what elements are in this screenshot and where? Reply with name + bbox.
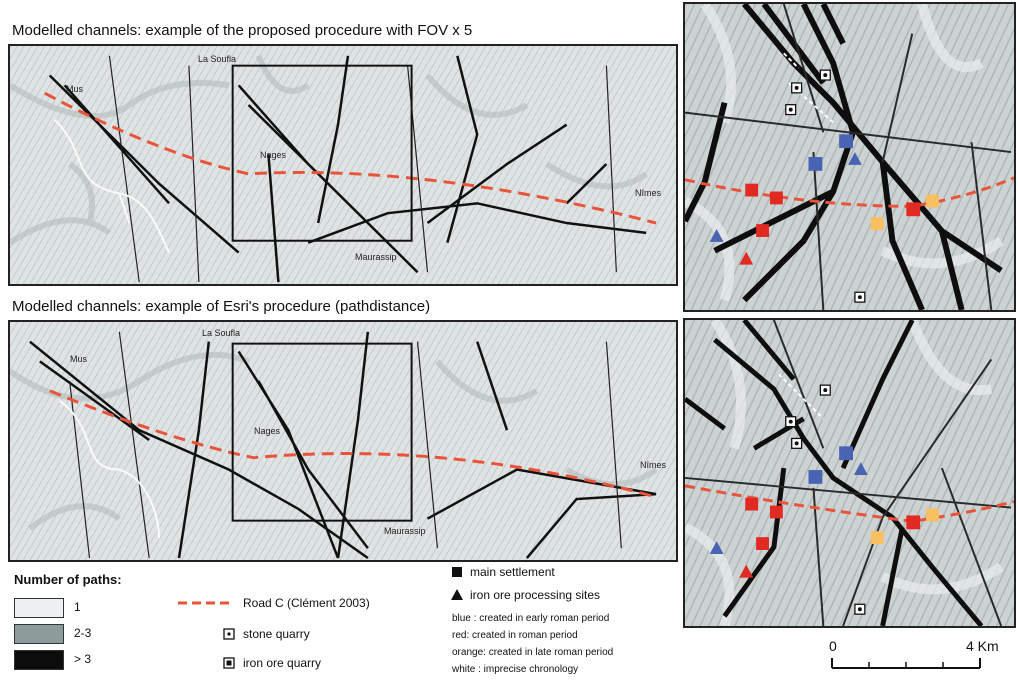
legend-swatch-2-3 <box>14 624 64 644</box>
scale-start-label: 0 <box>829 638 837 654</box>
legend-paths-label-2-3: 2-3 <box>74 626 92 640</box>
place-nages: Nages <box>260 150 287 160</box>
legend-swatch-gt3 <box>14 650 64 670</box>
top-map-title: Modelled channels: example of the propos… <box>12 22 473 39</box>
legend-iron-processing-label: iron ore processing sites <box>470 588 601 602</box>
scale-bar <box>831 658 981 669</box>
legend-swatch-1 <box>14 598 64 618</box>
chronology-red: red: created in roman period <box>452 630 578 641</box>
iron-processing-icon <box>451 589 463 600</box>
place-nimes-b: Nîmes <box>640 460 667 470</box>
scale-end-label: 4 Km <box>966 638 999 654</box>
place-la-soufla-b: La Soufla <box>202 328 241 338</box>
place-maurassip: Maurassip <box>355 252 397 262</box>
place-nages-b: Nages <box>254 426 281 436</box>
place-mus: Mus <box>66 84 84 94</box>
bottom-overview-map: Mus La Soufla Nages Nîmes Maurassip <box>8 320 678 562</box>
place-la-soufla: La Soufla <box>198 54 237 64</box>
bottom-map-title: Modelled channels: example of Esri's pro… <box>12 298 431 315</box>
place-maurassip-b: Maurassip <box>384 526 426 536</box>
chronology-blue: blue : created in early roman period <box>452 613 610 624</box>
place-mus-b: Mus <box>70 354 88 364</box>
legend-iron-quarry-label: iron ore quarry <box>243 656 322 670</box>
bottom-detail-map <box>683 318 1016 628</box>
place-nimes: Nîmes <box>635 188 662 198</box>
top-detail-map <box>683 2 1016 312</box>
legend-stone-quarry-label: stone quarry <box>243 627 310 641</box>
top-overview-map: Mus La Soufla Nages Nîmes Maurassip <box>8 44 678 286</box>
road-line-icon <box>178 601 234 605</box>
chronology-white: white : imprecise chronology <box>452 664 579 675</box>
legend-paths-label-gt3: > 3 <box>74 652 92 666</box>
main-settlement-icon <box>452 567 462 577</box>
legend-main-settlement-label: main settlement <box>470 565 555 579</box>
stone-quarry-icon <box>223 628 235 640</box>
iron-ore-quarry-icon <box>223 657 235 669</box>
legend-paths-label-1: 1 <box>74 600 81 614</box>
chronology-orange: orange: created in late roman period <box>452 647 614 658</box>
legend-paths-title: Number of paths: <box>14 572 122 587</box>
legend-road-label: Road C (Clément 2003) <box>243 596 370 610</box>
